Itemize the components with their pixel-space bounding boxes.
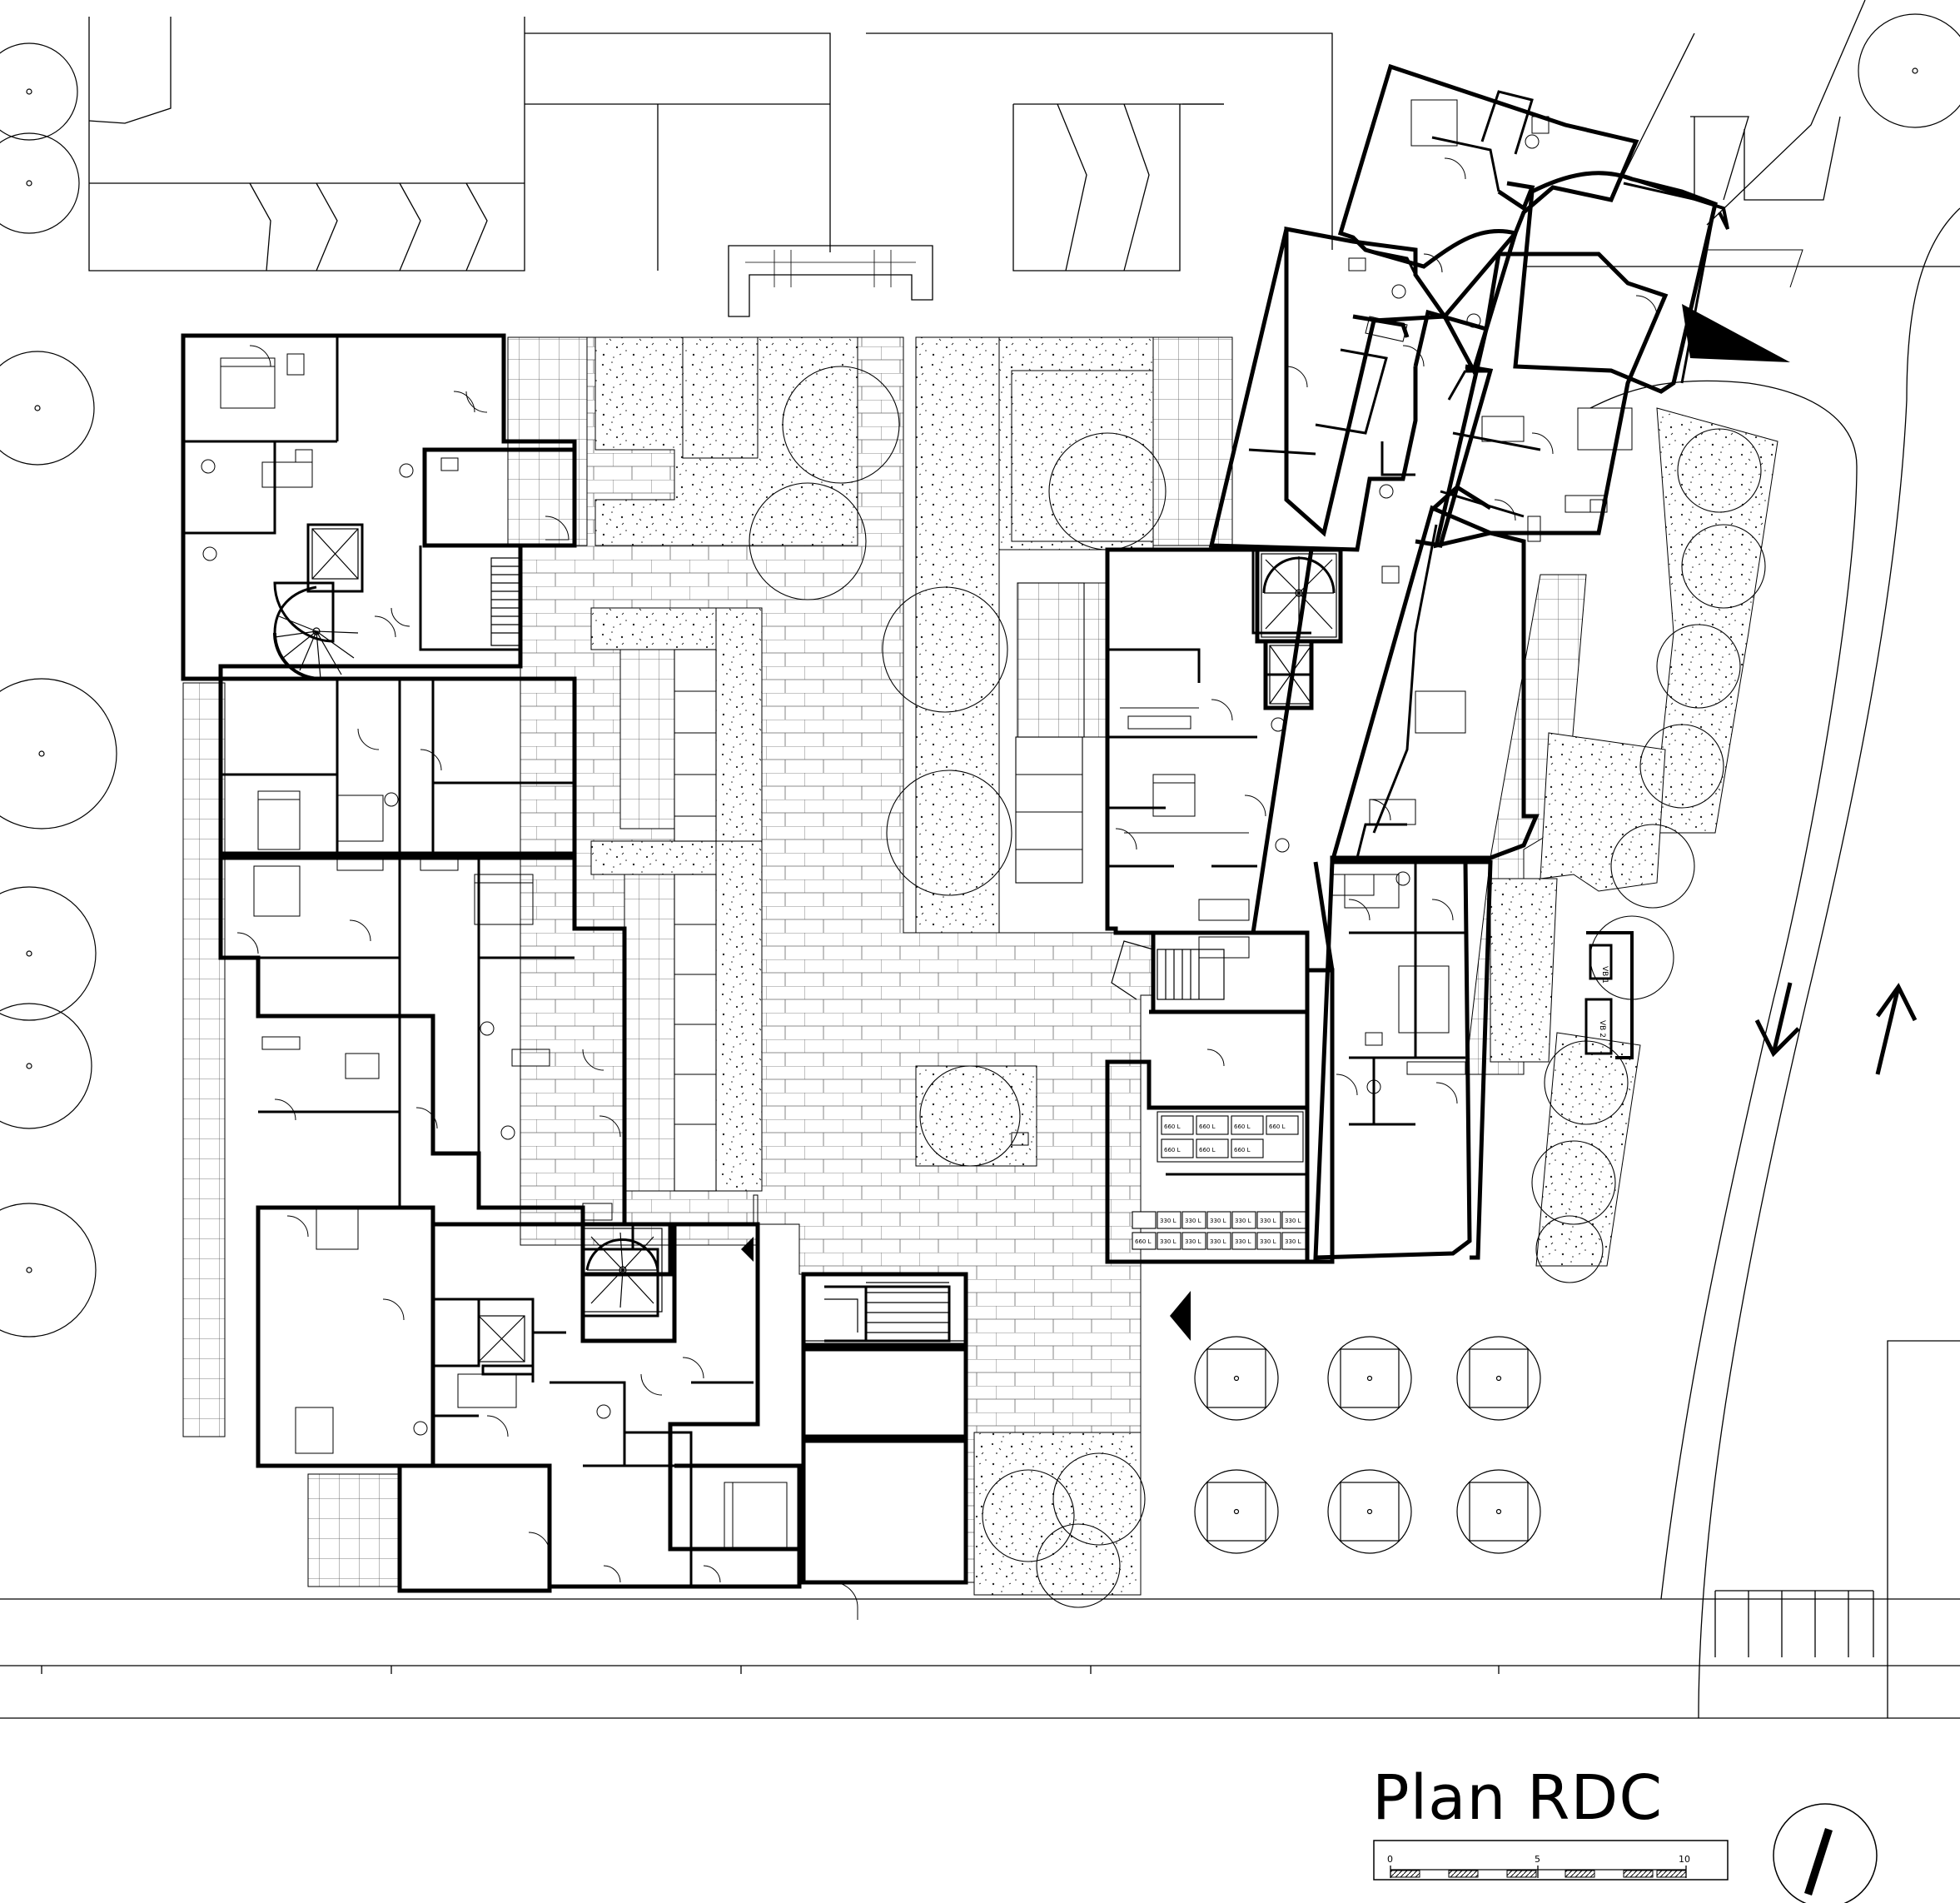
bin-label-large-4: 660 L [1269, 1123, 1286, 1130]
bin-label-small-2: 330 L [1185, 1218, 1201, 1224]
stairs-and-elevators [273, 528, 1337, 1362]
drawing-title: Plan RDC [1372, 1762, 1664, 1834]
bin-label-small-12: 330 L [1285, 1238, 1301, 1245]
bin-label-large-1: 660 L [1164, 1123, 1181, 1130]
bin-label-small-9: 330 L [1210, 1238, 1226, 1245]
bin-label-large-6: 660 L [1199, 1147, 1216, 1153]
bin-label-small-5: 330 L [1260, 1218, 1276, 1224]
scale-tick-label-0: 0 [1387, 1854, 1393, 1865]
bin-label-large-3: 660 L [1234, 1123, 1251, 1130]
north-arrow-icon [1773, 1803, 1878, 1903]
bin-labels: 660 L 660 L 660 L 660 L 660 L 660 L 660 … [1135, 1123, 1301, 1245]
bike-storage-labels: VB 1 VB 2 [1598, 966, 1609, 1038]
traffic-direction-arrow-icon [1754, 982, 1918, 1075]
bike-label-2: VB 2 [1598, 1020, 1606, 1038]
bin-label-small-6: 330 L [1285, 1218, 1301, 1224]
entry-arrow-icon [1682, 249, 1803, 362]
bin-label-large-2: 660 L [1199, 1123, 1216, 1130]
site-context [0, 0, 1960, 1719]
entry-arrow-icon [741, 1237, 754, 1262]
entry-arrow-icon [1170, 1291, 1191, 1341]
bin-label-small-10: 330 L [1235, 1238, 1251, 1245]
bin-label-small-4: 330 L [1235, 1218, 1251, 1224]
bin-room [1132, 1111, 1306, 1250]
furniture [201, 99, 1633, 1550]
street-trees [0, 13, 1960, 1338]
scale-tick-label-10: 10 [1679, 1854, 1690, 1865]
bin-label-small-11: 330 L [1260, 1238, 1276, 1245]
plaza-trees [1194, 1336, 1541, 1554]
bin-label-large-8: 660 L [1135, 1238, 1152, 1245]
bin-label-large-7: 660 L [1234, 1147, 1251, 1153]
bin-label-small-1: 330 L [1160, 1218, 1176, 1224]
bin-label-large-5: 660 L [1164, 1147, 1181, 1153]
scale-bar [1373, 1840, 1729, 1881]
scale-tick-label-5: 5 [1535, 1854, 1540, 1865]
bike-label-1: VB 1 [1600, 966, 1609, 984]
paving-areas [182, 336, 1778, 1608]
bin-label-small-3: 330 L [1210, 1218, 1226, 1224]
bin-label-small-7: 330 L [1160, 1238, 1176, 1245]
bin-label-small-8: 330 L [1185, 1238, 1201, 1245]
